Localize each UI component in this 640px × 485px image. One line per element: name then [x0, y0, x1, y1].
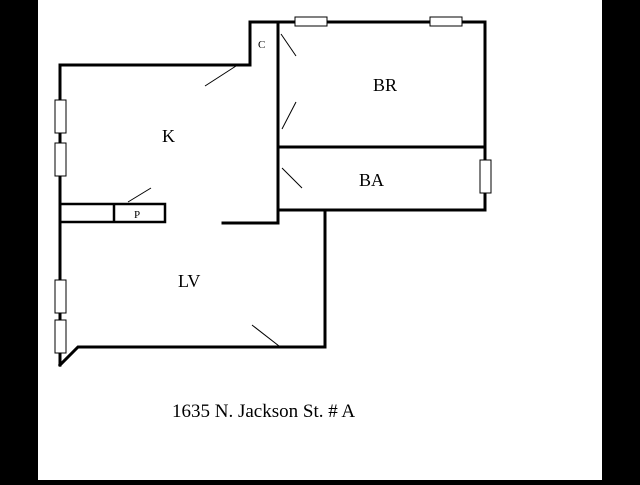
kitchen-window-lower: [54, 142, 67, 177]
kitchen-door-swing: [204, 65, 237, 87]
living-walls: [57, 208, 327, 368]
paper: [38, 0, 602, 480]
closet-walls: [248, 20, 280, 67]
kitchen-living-left-wall: [58, 63, 252, 367]
counter: [58, 202, 167, 224]
bath-window: [479, 159, 492, 194]
bedroom-window-right: [429, 16, 463, 27]
bedroom-door-swing: [281, 101, 297, 130]
address-caption: 1635 N. Jackson St. # A: [172, 401, 355, 422]
pantry-label: P: [134, 209, 140, 221]
entry-door-swing: [251, 324, 280, 347]
kitchen-window-upper: [54, 99, 67, 134]
closet-label: C: [258, 39, 265, 51]
bedroom-bath-walls: [276, 20, 487, 212]
pantry-door-swing: [127, 187, 152, 203]
bathroom-label: BA: [359, 170, 384, 190]
kitchen-label: K: [162, 126, 175, 146]
living-room-label: LV: [178, 271, 200, 291]
closet-door-swing: [280, 33, 297, 57]
living-window-lower: [54, 319, 67, 354]
bedroom-label: BR: [373, 75, 397, 95]
living-window-upper: [54, 279, 67, 314]
bedroom-window-left: [294, 16, 328, 27]
bath-door-swing: [281, 167, 303, 189]
